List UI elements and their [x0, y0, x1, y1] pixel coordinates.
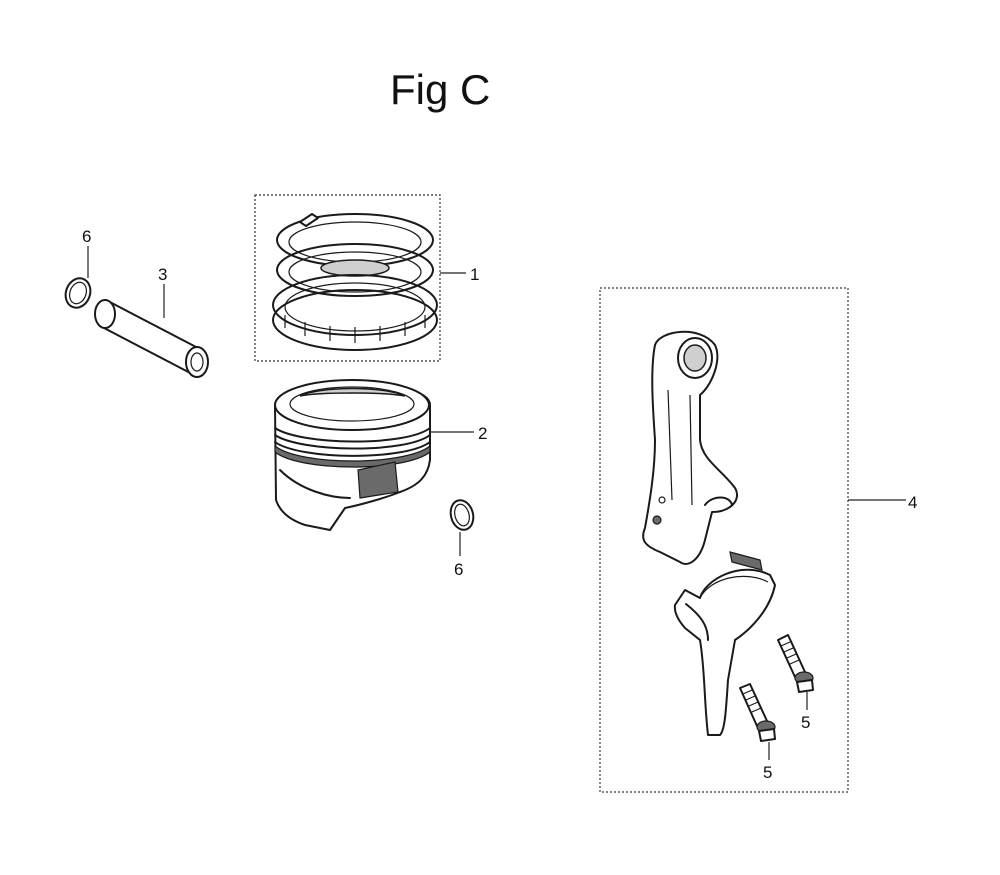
figure-title: Fig C [390, 66, 490, 113]
callout-1: 1 [470, 265, 479, 284]
callout-5-a: 5 [801, 713, 810, 732]
connecting-rod-box [599, 287, 849, 793]
callout-6-right: 6 [454, 560, 463, 579]
connecting-rod-assembly [599, 287, 849, 793]
pin-clip-right [449, 499, 475, 531]
piston-ring-set [254, 194, 441, 362]
callout-2: 2 [478, 424, 487, 443]
piston [274, 379, 431, 531]
piston-pin [94, 299, 209, 378]
pin-clip-left [64, 277, 92, 309]
callout-6-left: 6 [82, 227, 91, 246]
callout-4: 4 [908, 493, 917, 512]
callout-3: 3 [158, 265, 167, 284]
callout-5-b: 5 [763, 763, 772, 782]
piston-ring-set-box [254, 194, 441, 362]
